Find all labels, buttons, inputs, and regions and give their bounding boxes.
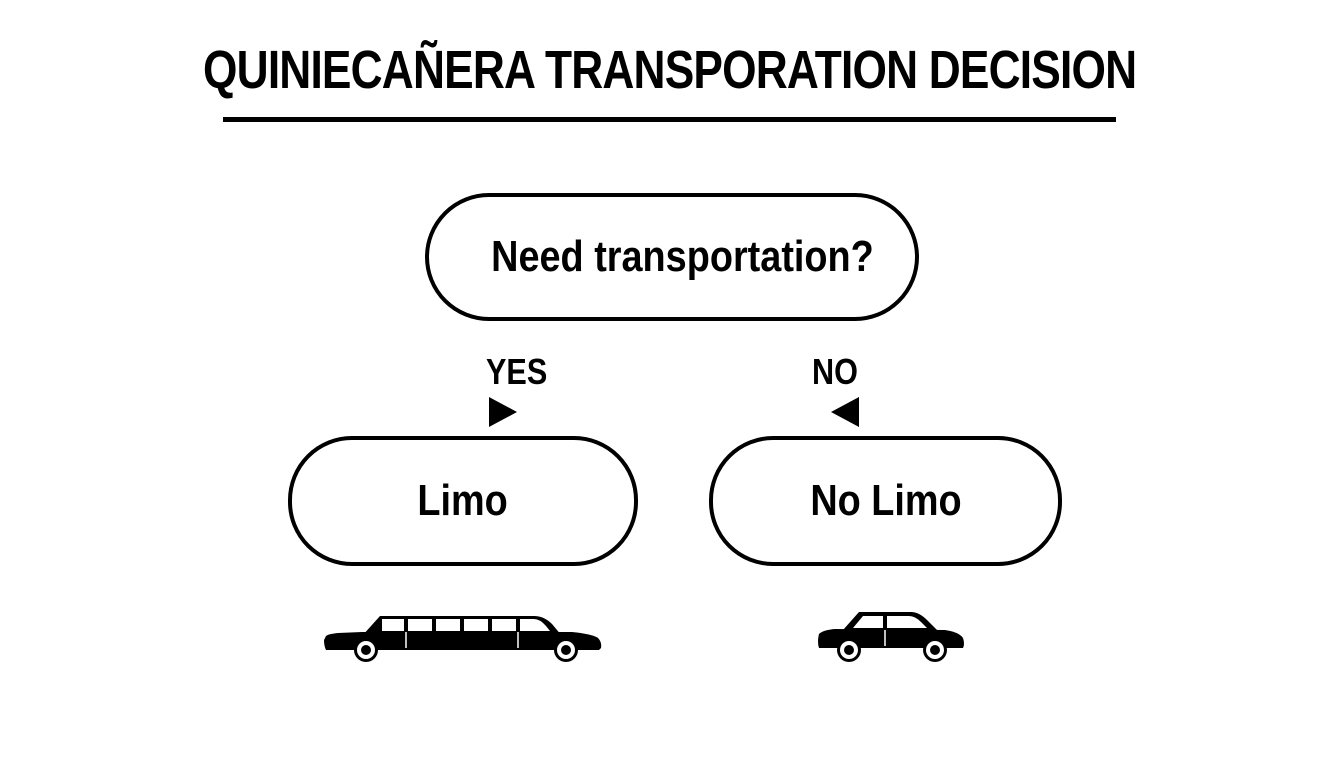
no-arrow-icon xyxy=(831,397,859,427)
limousine-icon xyxy=(322,610,604,671)
title-underline xyxy=(223,117,1116,122)
decision-node-question: Need transportation? xyxy=(425,193,919,321)
yes-arrow-icon xyxy=(489,397,517,427)
decision-question-label: Need transportation? xyxy=(490,232,874,281)
branch-label-no: NO xyxy=(812,351,858,392)
outcome-node-no-limo: No Limo xyxy=(709,436,1062,566)
outcome-node-limo: Limo xyxy=(288,436,638,566)
outcome-label-limo: Limo xyxy=(417,476,509,525)
outcome-label-no-limo: No Limo xyxy=(809,476,962,525)
diagram-title: QUINIECAÑERA TRANSPORATION DECISION xyxy=(203,40,1137,100)
branch-label-yes: YES xyxy=(486,351,548,392)
sedan-car-icon xyxy=(815,608,967,671)
